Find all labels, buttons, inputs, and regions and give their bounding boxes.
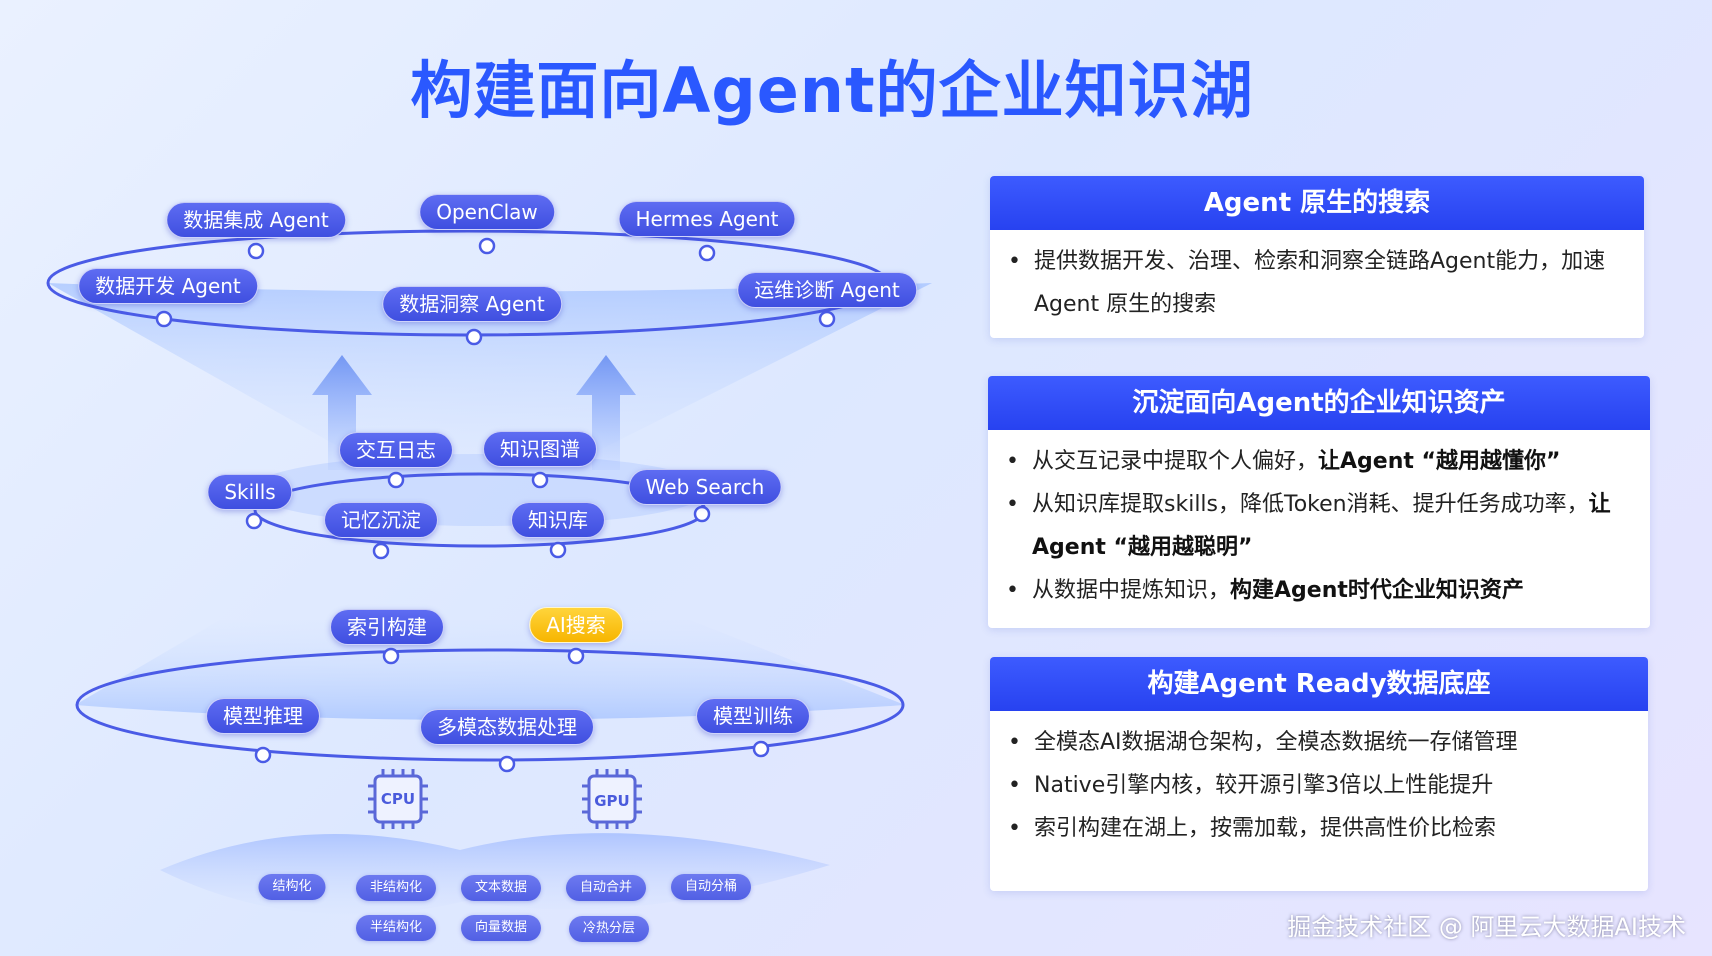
pill-knowledge-graph: 知识图谱 bbox=[483, 431, 597, 467]
base-chip-text-data: 文本数据 bbox=[460, 875, 542, 901]
pill-knowledge-base: 知识库 bbox=[511, 502, 605, 538]
panel-item: 从知识库提取skills，降低Token消耗、提升任务成功率，让Agent “越… bbox=[1002, 483, 1634, 569]
pill-interaction-log: 交互日志 bbox=[339, 432, 453, 468]
pill-index-building: 索引构建 bbox=[330, 609, 444, 645]
pill-web-search: Web Search bbox=[628, 469, 782, 505]
panel-item: 全模态AI数据湖仓架构，全模态数据统一存储管理 bbox=[1004, 721, 1632, 764]
watermark: 掘金技术社区 @ 阿里云大数据AI技术 bbox=[1287, 913, 1686, 941]
base-chip-auto-merge: 自动合并 bbox=[565, 875, 647, 901]
pill-model-training: 模型训练 bbox=[696, 698, 810, 734]
pill-multimodal-processing: 多模态数据处理 bbox=[420, 709, 594, 745]
cpu-label: CPU bbox=[380, 790, 416, 808]
lower-ring bbox=[75, 648, 905, 762]
gpu-label: GPU bbox=[594, 792, 630, 810]
panel-title: 沉淀面向Agent的企业知识资产 bbox=[988, 376, 1650, 430]
page-title: 构建面向Agent的企业知识湖 bbox=[410, 54, 1254, 127]
panel-title: 构建Agent Ready数据底座 bbox=[990, 657, 1648, 711]
panel-list: 提供数据开发、治理、检索和洞察全链路Agent能力，加速Agent 原生的搜索 bbox=[990, 230, 1644, 326]
base-chip-semi-structured: 半结构化 bbox=[355, 915, 437, 941]
pill-hermes-agent: Hermes Agent bbox=[618, 201, 796, 237]
pill-skills: Skills bbox=[207, 474, 293, 510]
pill-data-integration-agent: 数据集成 Agent bbox=[166, 202, 346, 238]
base-chip-structured: 结构化 bbox=[258, 874, 326, 900]
panel-title: Agent 原生的搜索 bbox=[990, 176, 1644, 230]
pill-ai-search: AI搜索 bbox=[529, 607, 623, 643]
cpu-chip-icon bbox=[368, 769, 428, 829]
pill-openclaw: OpenClaw bbox=[419, 194, 555, 230]
panel-item: 从数据中提炼知识，构建Agent时代企业知识资产 bbox=[1002, 569, 1634, 612]
panel-knowledge-assets: 沉淀面向Agent的企业知识资产 从交互记录中提取个人偏好，让Agent “越用… bbox=[988, 376, 1650, 628]
panel-list: 从交互记录中提取个人偏好，让Agent “越用越懂你” 从知识库提取skills… bbox=[988, 430, 1650, 612]
base-chip-hot-cold-tiering: 冷热分层 bbox=[568, 916, 650, 942]
base-chip-unstructured: 非结构化 bbox=[355, 875, 437, 901]
pill-memory-deposit: 记忆沉淀 bbox=[324, 502, 438, 538]
panel-agent-ready-foundation: 构建Agent Ready数据底座 全模态AI数据湖仓架构，全模态数据统一存储管… bbox=[990, 657, 1648, 891]
panel-item: 从交互记录中提取个人偏好，让Agent “越用越懂你” bbox=[1002, 440, 1634, 483]
panel-item: 索引构建在湖上，按需加载，提供高性价比检索 bbox=[1004, 807, 1632, 850]
pill-data-dev-agent: 数据开发 Agent bbox=[78, 268, 258, 304]
pill-ops-diagnosis-agent: 运维诊断 Agent bbox=[737, 272, 917, 308]
panel-item: Native引擎内核，较开源引擎3倍以上性能提升 bbox=[1004, 764, 1632, 807]
gpu-chip-icon bbox=[582, 769, 642, 829]
panel-item: 提供数据开发、治理、检索和洞察全链路Agent能力，加速Agent 原生的搜索 bbox=[1004, 240, 1628, 326]
base-chip-auto-bucket: 自动分桶 bbox=[670, 874, 752, 900]
pill-data-insight-agent: 数据洞察 Agent bbox=[382, 286, 562, 322]
base-chip-vector-data: 向量数据 bbox=[460, 915, 542, 941]
panel-agent-native-search: Agent 原生的搜索 提供数据开发、治理、检索和洞察全链路Agent能力，加速… bbox=[990, 176, 1644, 338]
knowledge-lake-diagram bbox=[46, 229, 932, 915]
pill-model-inference: 模型推理 bbox=[206, 698, 320, 734]
panel-list: 全模态AI数据湖仓架构，全模态数据统一存储管理 Native引擎内核，较开源引擎… bbox=[990, 711, 1648, 850]
data-lake-waves bbox=[160, 833, 830, 915]
